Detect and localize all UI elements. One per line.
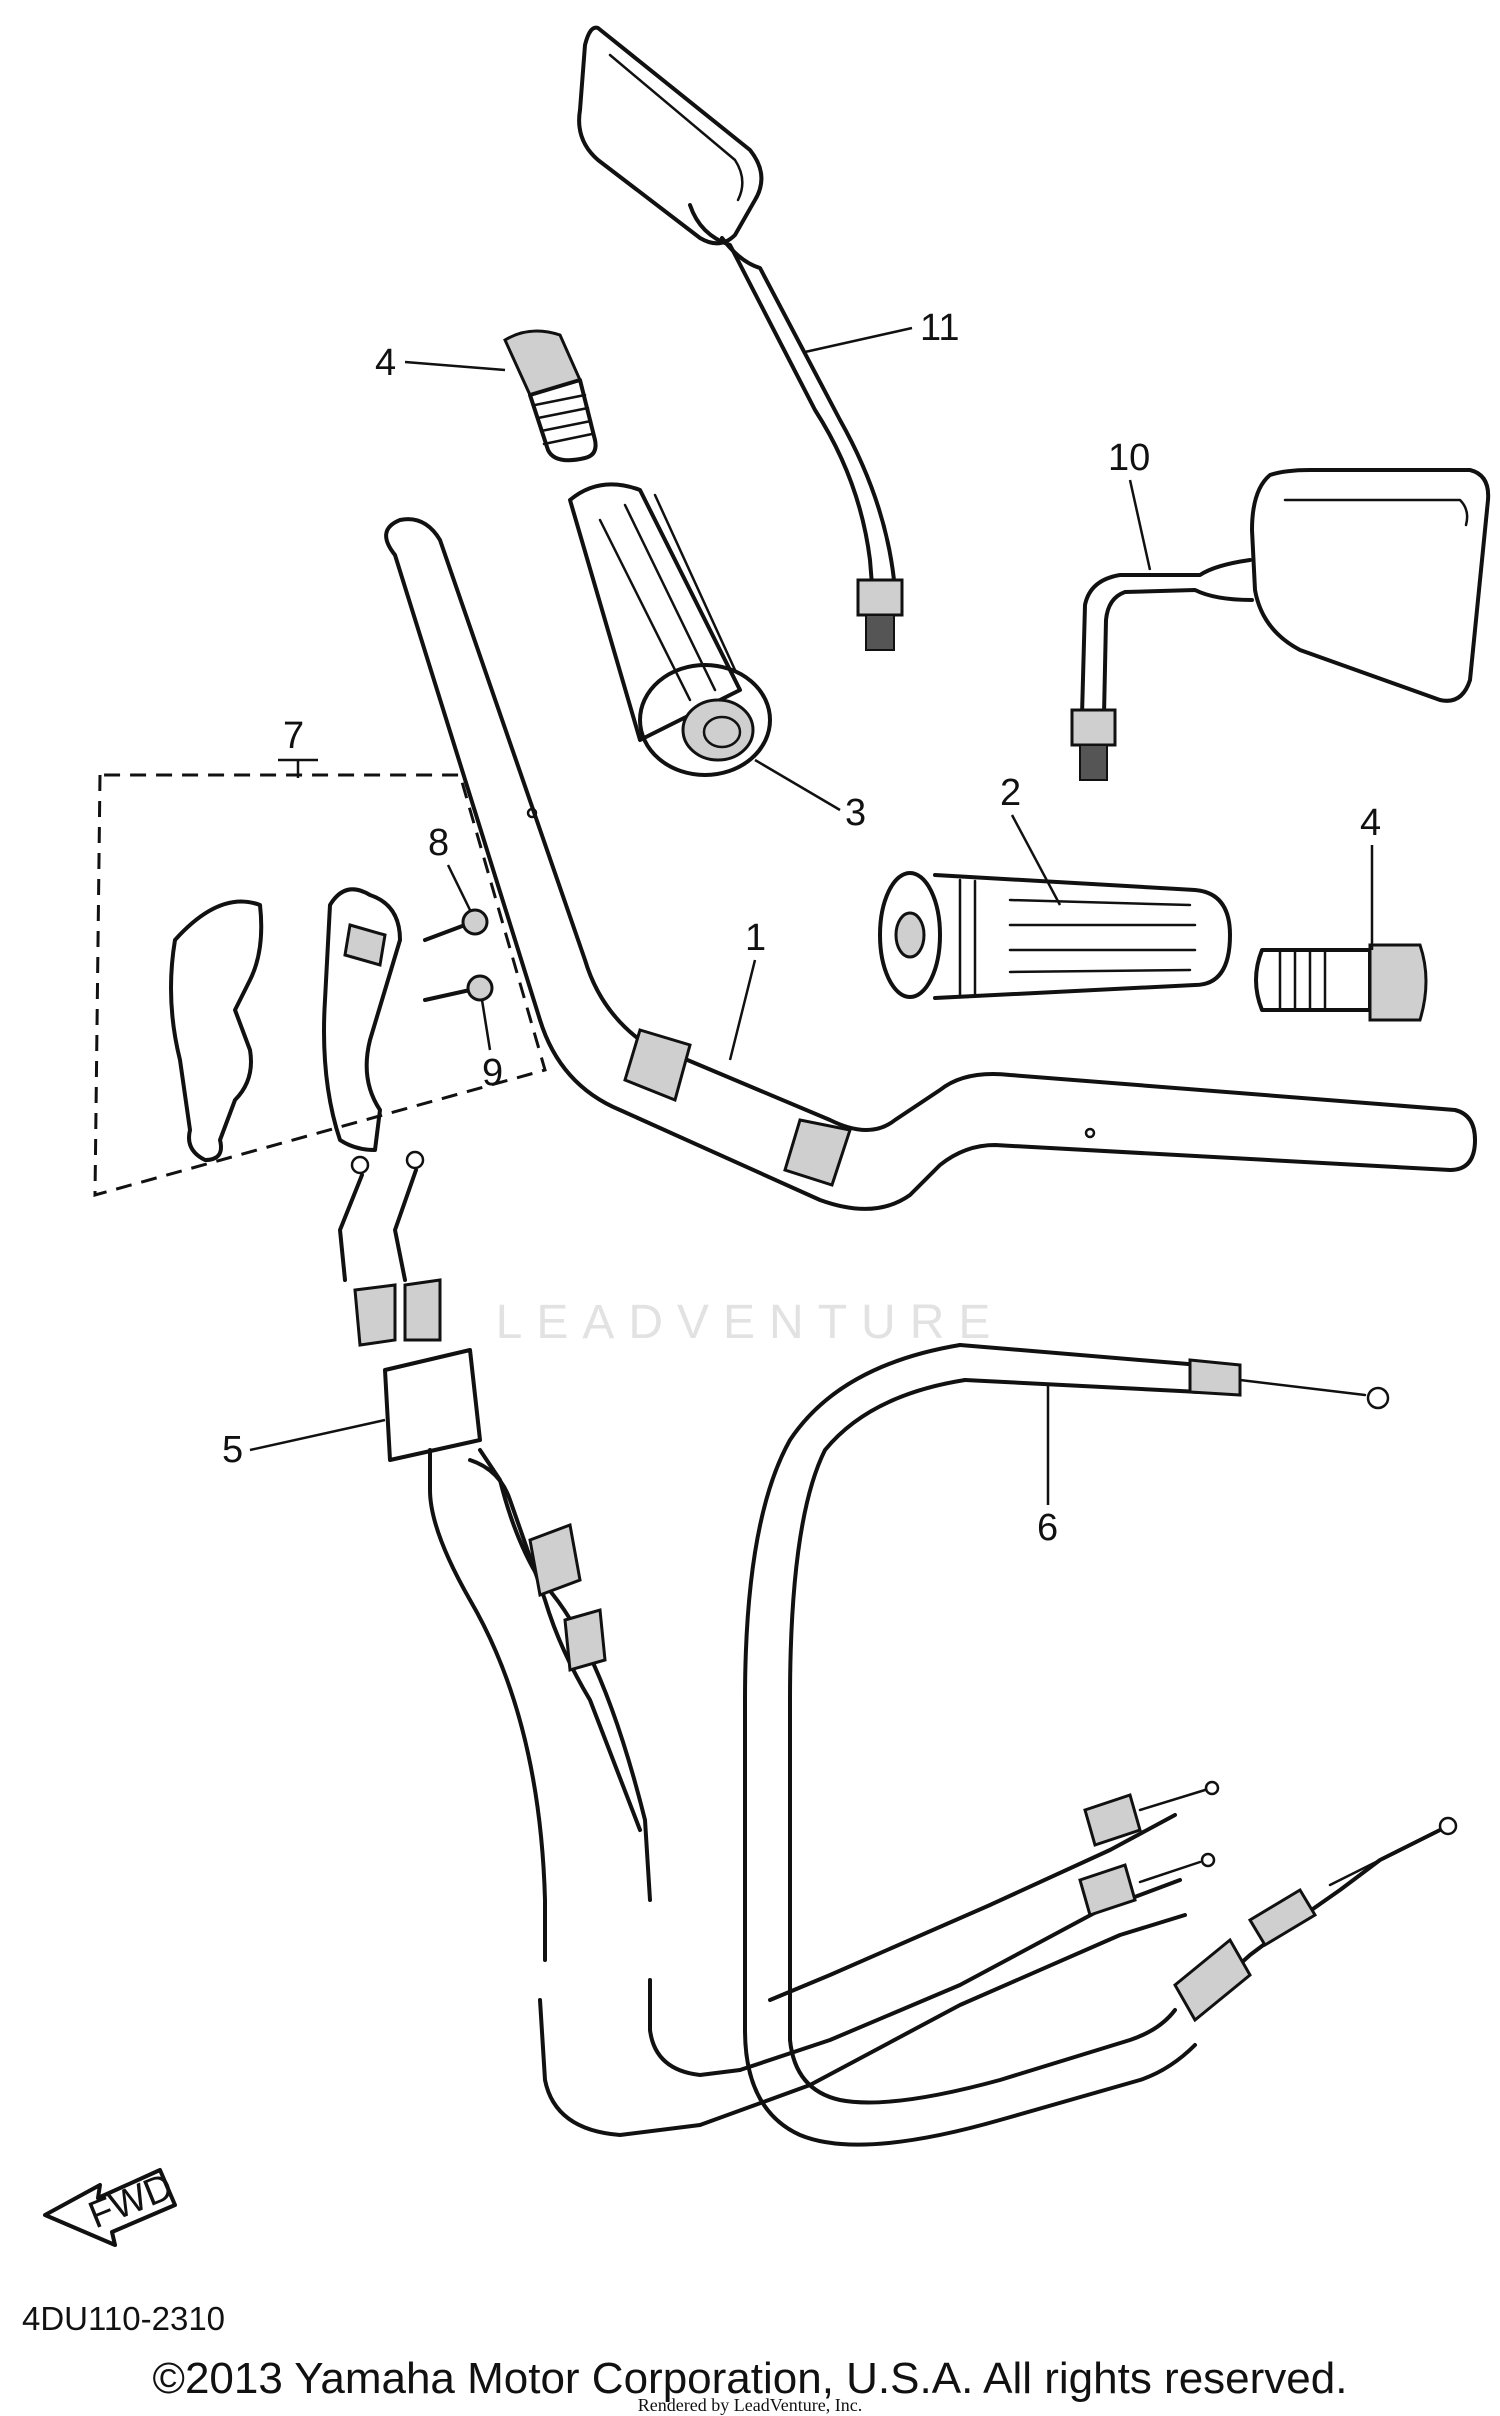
callout-label-9: 9 [482, 1052, 503, 1094]
screw-9-part[interactable] [423, 974, 494, 1002]
callout-label-3: 3 [845, 792, 866, 834]
clutch-cable-part[interactable] [743, 1343, 1458, 2147]
callout-label-5: 5 [222, 1429, 243, 1471]
callout-10: 10 [1108, 437, 1152, 571]
mirror-right-part[interactable] [1070, 468, 1491, 781]
callout-label-6: 6 [1037, 1507, 1058, 1549]
callout-label-1: 1 [745, 917, 766, 959]
callout-11: 11 [804, 307, 959, 354]
throttle-grip-part[interactable] [878, 871, 1232, 1000]
handlebar-part[interactable] [384, 517, 1477, 1211]
throttle-housing-assembly-part[interactable] [93, 773, 547, 1197]
callout-8: 8 [428, 822, 472, 911]
callout-label-4-top: 4 [375, 342, 396, 384]
callout-4-right: 4 [1360, 802, 1381, 950]
callout-1: 1 [728, 917, 766, 1061]
callout-label-2: 2 [1000, 772, 1021, 814]
callout-2: 2 [1000, 772, 1062, 906]
callout-6: 6 [1037, 1385, 1058, 1549]
callout-7: 7 [278, 715, 318, 778]
callout-4-top: 4 [375, 342, 506, 384]
leadventure-watermark: LEADVENTURE [495, 1296, 1005, 1349]
callout-3: 3 [754, 758, 866, 834]
bar-end-weight-top-part[interactable] [503, 329, 598, 463]
callout-label-11: 11 [920, 307, 959, 349]
copyright-notice: ©2013 Yamaha Motor Corporation, U.S.A. A… [152, 2354, 1348, 2403]
left-grip-part[interactable] [568, 482, 772, 777]
callout-label-4-right: 4 [1360, 802, 1381, 844]
callout-label-10: 10 [1108, 437, 1150, 479]
callout-5: 5 [222, 1418, 386, 1471]
bar-end-weight-right-part[interactable] [1254, 943, 1428, 1022]
throttle-cable-assembly-part[interactable] [338, 1150, 1220, 2137]
callout-label-8: 8 [428, 822, 449, 864]
callout-9: 9 [480, 999, 503, 1094]
callout-label-7: 7 [283, 715, 304, 757]
mirror-left-part[interactable] [577, 25, 904, 651]
diagram-part-number: 4DU110-2310 [22, 2300, 226, 2337]
fwd-label: FWD [83, 2166, 179, 2237]
fwd-arrow-icon: FWD [43, 2166, 179, 2247]
rendered-by-credit: Rendered by LeadVenture, Inc. [637, 2395, 863, 2415]
screw-8-part[interactable] [423, 908, 489, 942]
